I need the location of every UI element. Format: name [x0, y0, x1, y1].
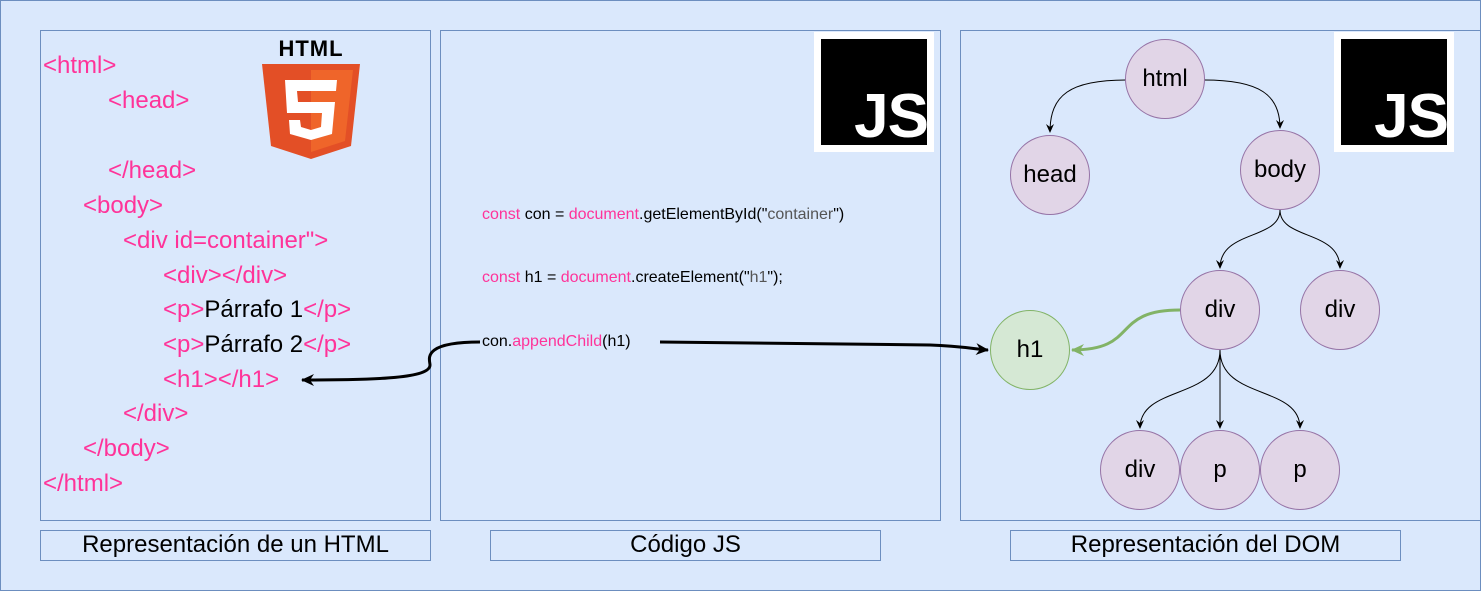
js2-string: h1 [749, 269, 768, 286]
dom-node-p1: p [1180, 430, 1260, 510]
js1-kw1: const [482, 206, 521, 223]
js1-kw2: document [568, 206, 639, 223]
p1-close-tag: </p> [303, 296, 352, 323]
js2-kw1: const [482, 269, 521, 286]
js2-kw2: document [560, 269, 631, 286]
p1-open-tag: <p> [163, 296, 205, 323]
dom-node-html: html [1125, 39, 1205, 119]
dom-node-head: head [1010, 135, 1090, 215]
dom-node-h1-new: h1 [990, 310, 1070, 390]
js3-b: (h1) [602, 333, 631, 350]
js3-kw: appendChild [512, 333, 603, 350]
dom-node-div-container: div [1180, 270, 1260, 350]
html-line-h1: <h1></h1> [163, 366, 280, 393]
caption-dom: Representación del DOM [1010, 530, 1401, 561]
html5-logo: HTML [262, 36, 360, 159]
html-line-div-container-open: <div id=container"> [123, 227, 329, 254]
js-logo-background [821, 39, 927, 145]
caption-html: Representación de un HTML [40, 530, 431, 561]
js-logo-text: JS [854, 82, 929, 151]
js-logo-text: JS [1374, 82, 1449, 151]
js-line-get-element: const con = document.getElementById("con… [482, 205, 844, 225]
p2-close-tag: </p> [303, 331, 352, 358]
html-panel [40, 30, 431, 521]
p2-text: Párrafo 2 [204, 331, 304, 358]
js2-b: .createElement(" [631, 269, 750, 286]
html-line-html-open: <html> [43, 52, 117, 79]
js-logo-background [1341, 39, 1447, 145]
js-line-create-element: const h1 = document.createElement("h1"); [482, 268, 783, 288]
p2-open-tag: <p> [163, 331, 205, 358]
html-line-head-close: </head> [108, 157, 197, 184]
js1-a: con = [520, 206, 569, 223]
dom-node-body: body [1240, 130, 1320, 210]
js-logo-dom: JS [1334, 32, 1454, 152]
dom-node-div-child: div [1100, 430, 1180, 510]
html5-logo-text: HTML [278, 36, 343, 61]
js1-b: .getElementById(" [639, 206, 768, 223]
html-line-body-close: </body> [83, 435, 170, 462]
html-line-body-open: <body> [83, 192, 164, 219]
html-line-div-empty: <div></div> [163, 262, 288, 289]
js1-string: container [767, 206, 834, 223]
p1-text: Párrafo 1 [204, 296, 304, 323]
caption-js: Código JS [490, 530, 881, 561]
js-logo-code: JS [814, 32, 934, 152]
js2-a: h1 = [520, 269, 561, 286]
js-line-append-child: con.appendChild(h1) [482, 332, 631, 352]
html-line-p2: <p>Párrafo 2</p> [163, 331, 351, 359]
js2-c: "); [767, 269, 783, 286]
html-line-head-open: <head> [108, 87, 190, 114]
html-line-p1: <p>Párrafo 1</p> [163, 296, 351, 324]
dom-node-div-sibling: div [1300, 270, 1380, 350]
html-line-html-close: </html> [43, 470, 124, 497]
html-line-div-close: </div> [123, 400, 189, 427]
html5-five [285, 80, 337, 140]
dom-node-p2: p [1260, 430, 1340, 510]
js1-c: ") [833, 206, 845, 223]
js3-a: con. [482, 333, 513, 350]
